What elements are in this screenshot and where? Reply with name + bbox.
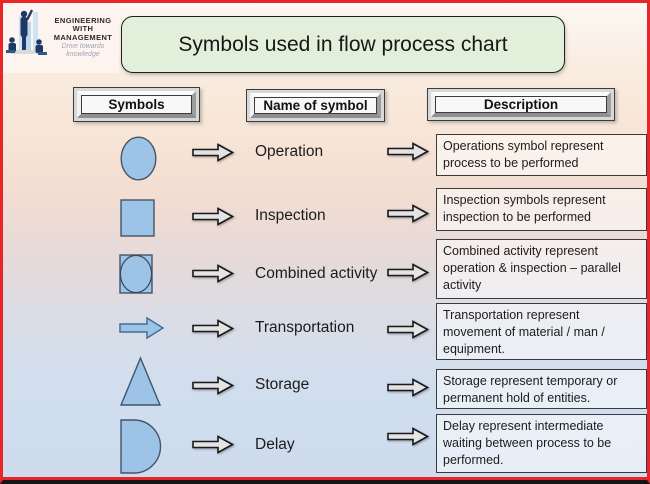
column-header-name-label: Name of symbol <box>254 97 377 114</box>
row-name-label: Inspection <box>255 207 326 224</box>
description-box: Storage represent temporary or permanent… <box>436 369 647 409</box>
row-name-label: Operation <box>255 143 324 160</box>
column-header-description: Description <box>427 88 615 121</box>
column-header-symbols: Symbols <box>73 87 200 122</box>
flow-arrow-icon <box>387 204 429 223</box>
brand-name-line1: ENGINEERING WITH <box>54 15 112 34</box>
row-name-label: Combined activity <box>255 265 378 282</box>
flow-arrow-icon <box>387 378 429 397</box>
combined-activity-symbol-circle-in-square-icon <box>119 254 153 294</box>
column-header-symbols-label: Symbols <box>81 95 192 114</box>
inspection-symbol-square-icon <box>120 199 155 237</box>
flow-arrow-icon <box>387 263 429 282</box>
row-name-label: Delay <box>255 436 295 453</box>
operation-symbol-ellipse-icon <box>120 136 157 181</box>
teamwork-illustration-icon <box>6 9 47 55</box>
transportation-symbol-arrow-icon <box>119 316 165 340</box>
delay-symbol-d-shape-icon <box>120 419 162 474</box>
page-title: Symbols used in flow process chart <box>121 16 565 73</box>
flow-arrow-icon <box>192 207 234 226</box>
flow-arrow-icon <box>192 143 234 162</box>
flow-arrow-icon <box>192 435 234 454</box>
brand-name-line2: MANAGEMENT <box>53 32 113 42</box>
bottom-border-line <box>3 477 647 480</box>
storage-symbol-triangle-icon <box>119 356 162 406</box>
description-box: Delay represent intermediate waiting bet… <box>436 414 647 473</box>
description-box: Operations symbol represent process to b… <box>436 134 647 176</box>
flow-arrow-icon <box>387 427 429 446</box>
description-box: Combined activity represent operation & … <box>436 239 647 299</box>
flow-arrow-icon <box>192 264 234 283</box>
brand-tagline: Drive towards knowledge <box>61 43 105 59</box>
flow-arrow-icon <box>387 142 429 161</box>
flow-arrow-icon <box>192 319 234 338</box>
brand-logo: ENGINEERING WITH MANAGEMENT Drive toward… <box>3 3 119 73</box>
column-header-name: Name of symbol <box>246 89 385 122</box>
row-name-label: Storage <box>255 376 310 393</box>
description-box: Transportation represent movement of mat… <box>436 303 647 360</box>
flow-arrow-icon <box>192 376 234 395</box>
brand-text: ENGINEERING WITH MANAGEMENT Drive toward… <box>49 15 119 60</box>
flow-arrow-icon <box>387 320 429 339</box>
column-header-description-label: Description <box>435 96 607 113</box>
row-name-label: Transportation <box>255 319 355 336</box>
description-box: Inspection symbols represent inspection … <box>436 188 647 231</box>
